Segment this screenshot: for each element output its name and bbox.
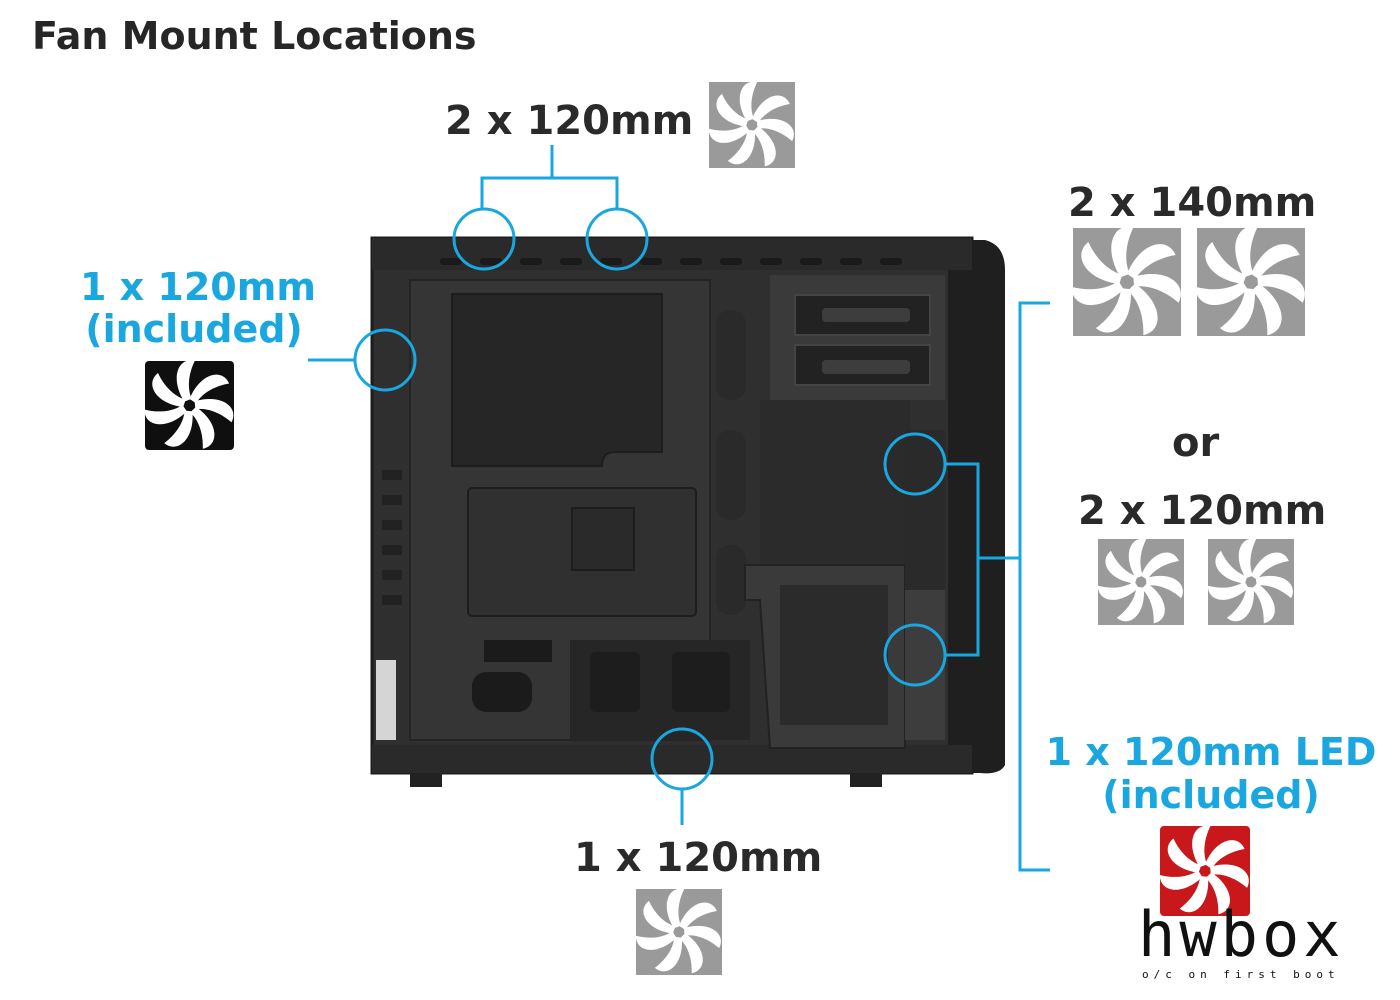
rear-mount-included-label: (included): [85, 307, 303, 351]
page-title: Fan Mount Locations: [32, 14, 477, 58]
grey-fan-icon: [1191, 220, 1312, 338]
watermark-tagline: o/c on first boot: [1142, 968, 1340, 981]
grey-fan-icon: [632, 884, 726, 976]
grey-fan-icon: [705, 77, 799, 169]
top-mount-circle-1: [452, 207, 516, 271]
grey-fan-icon: [1094, 534, 1188, 626]
pc-case: [370, 236, 1005, 787]
front-bracket: [1018, 301, 1050, 872]
watermark-logo: hwbox: [1138, 898, 1345, 971]
grey-fan-icon: [1067, 220, 1188, 338]
red-fan-icon: [1156, 820, 1254, 917]
front-120-label: 2 x 120mm: [1078, 488, 1327, 534]
black-fan-icon: [140, 355, 239, 451]
front-connector: [945, 462, 1020, 657]
grey-fan-icon: [1204, 534, 1298, 626]
front-140-label: 2 x 140mm: [1068, 180, 1317, 226]
rear-mount-label: 1 x 120mm: [80, 265, 316, 309]
bottom-mount-label: 1 x 120mm: [574, 835, 823, 881]
top-mount-label: 2 x 120mm: [445, 98, 694, 144]
front-led-included-label: (included): [1102, 773, 1320, 817]
front-led-label: 1 x 120mm LED: [1045, 730, 1377, 774]
or-label: or: [1172, 420, 1220, 466]
top-connector: [480, 145, 619, 209]
